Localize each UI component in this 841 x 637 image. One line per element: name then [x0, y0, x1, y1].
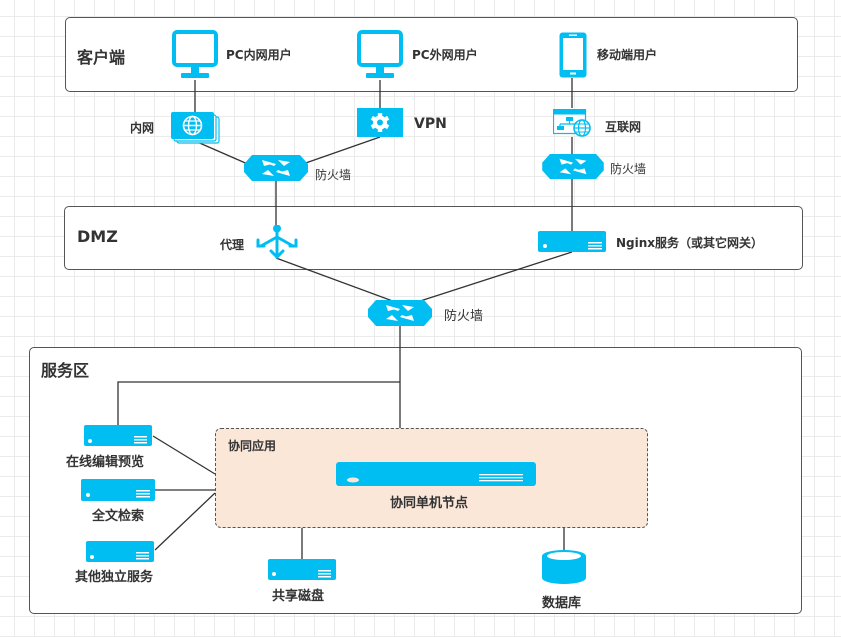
monitor-icon[interactable]: [172, 30, 218, 80]
service-label-shared-disk: 共享磁盘: [272, 589, 325, 604]
link-nginx-firewall: [413, 251, 573, 304]
firewall-label-3: 防火墙: [444, 309, 484, 324]
network-label-internet: 互联网: [605, 120, 642, 134]
service-zone-title: 服务区: [41, 361, 90, 380]
internet-icon[interactable]: [553, 109, 593, 137]
mobile-phone-icon[interactable]: [558, 31, 588, 79]
vpn-gear-icon[interactable]: [357, 108, 403, 137]
database-icon[interactable]: [541, 549, 587, 585]
service-label-others: 其他独立服务: [75, 570, 154, 585]
proxy-icon[interactable]: [255, 225, 299, 260]
firewall-icon[interactable]: [244, 155, 308, 181]
link-editpreview-group: [152, 435, 216, 475]
firewall-icon[interactable]: [542, 154, 604, 179]
collab-node-label: 协同单机节点: [390, 496, 469, 511]
link-vpn-firewall: [299, 136, 381, 166]
monitor-icon[interactable]: [357, 30, 403, 80]
dmz-label-nginx: Nginx服务（或其它网关）: [616, 236, 764, 250]
client-label-mobile: 移动端用户: [597, 48, 658, 62]
network-label-intranet: 内网: [130, 121, 155, 135]
firewall-label-1: 防火墙: [315, 168, 352, 182]
link-intranet-firewall: [194, 140, 251, 166]
client-zone-title: 客户端: [77, 48, 126, 67]
service-label-edit-preview: 在线编辑预览: [66, 455, 145, 470]
link-others-group: [154, 492, 216, 551]
server-icon[interactable]: [268, 559, 336, 580]
collab-app-title: 协同应用: [228, 439, 277, 453]
firewall-label-2: 防火墙: [610, 162, 647, 176]
firewall-icon[interactable]: [368, 300, 432, 326]
client-label-pc-extranet: PC外网用户: [412, 48, 478, 62]
service-label-search: 全文检索: [92, 509, 145, 524]
server-icon[interactable]: [86, 541, 154, 562]
link-proxy-firewall: [275, 257, 399, 304]
dmz-label-proxy: 代理: [220, 238, 245, 252]
intranet-globe-icon[interactable]: [171, 112, 221, 144]
server-icon[interactable]: [336, 462, 536, 486]
server-icon[interactable]: [84, 425, 152, 446]
service-label-database: 数据库: [542, 596, 582, 611]
dmz-zone-title: DMZ: [77, 227, 118, 246]
network-label-vpn: VPN: [414, 116, 447, 132]
server-icon[interactable]: [538, 231, 606, 252]
server-icon[interactable]: [81, 479, 155, 501]
client-label-pc-intranet: PC内网用户: [226, 48, 292, 62]
dmz-zone: [64, 206, 803, 270]
link-collab-editpreview: [117, 381, 400, 425]
client-zone: [65, 17, 798, 92]
